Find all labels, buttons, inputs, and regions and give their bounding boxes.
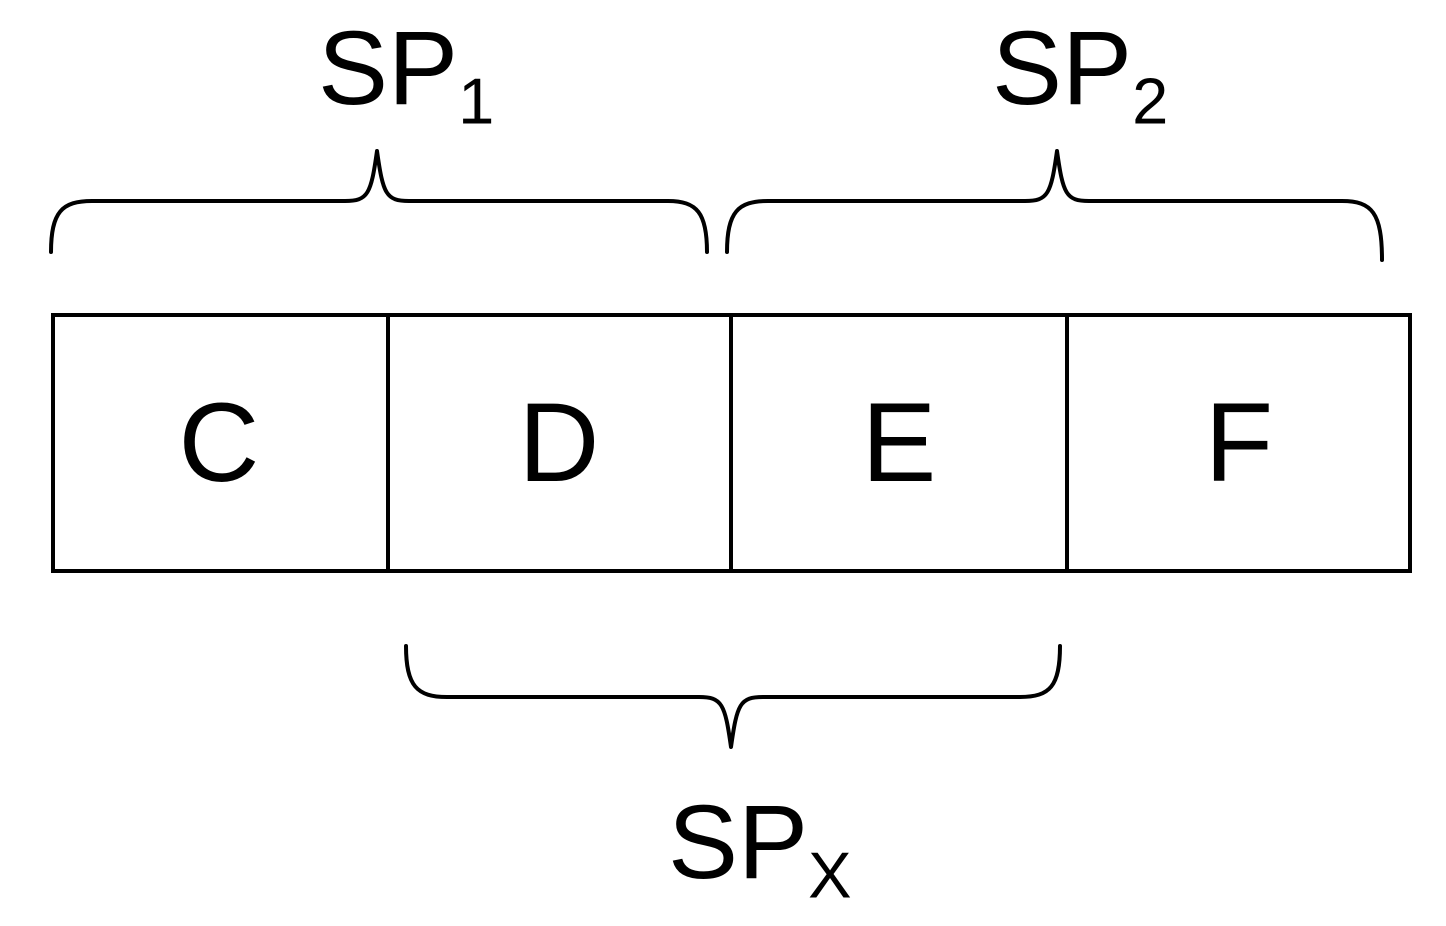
brace-label-sp1-subscript: 1 <box>458 64 495 138</box>
brace-label-spx: SPX <box>668 790 852 908</box>
brace-label-spx-subscript: X <box>808 838 852 912</box>
brace-label-sp1-base: SP <box>318 10 459 127</box>
brace-spx-path <box>404 644 1062 749</box>
brace-label-sp1: SP1 <box>318 16 494 134</box>
brace-label-sp2-subscript: 2 <box>1132 64 1169 138</box>
table-cell-f: F <box>1204 380 1274 505</box>
table-cell-d: D <box>518 380 600 505</box>
brace-label-spx-base: SP <box>668 784 809 901</box>
table-cell-e: E <box>861 380 937 505</box>
brace-sp1-path <box>49 149 709 254</box>
partition-table <box>51 313 1412 573</box>
brace-label-sp2: SP2 <box>992 16 1168 134</box>
brace-label-sp2-base: SP <box>992 10 1133 127</box>
table-cell-c: C <box>178 380 260 505</box>
brace-sp2-path <box>725 149 1384 262</box>
